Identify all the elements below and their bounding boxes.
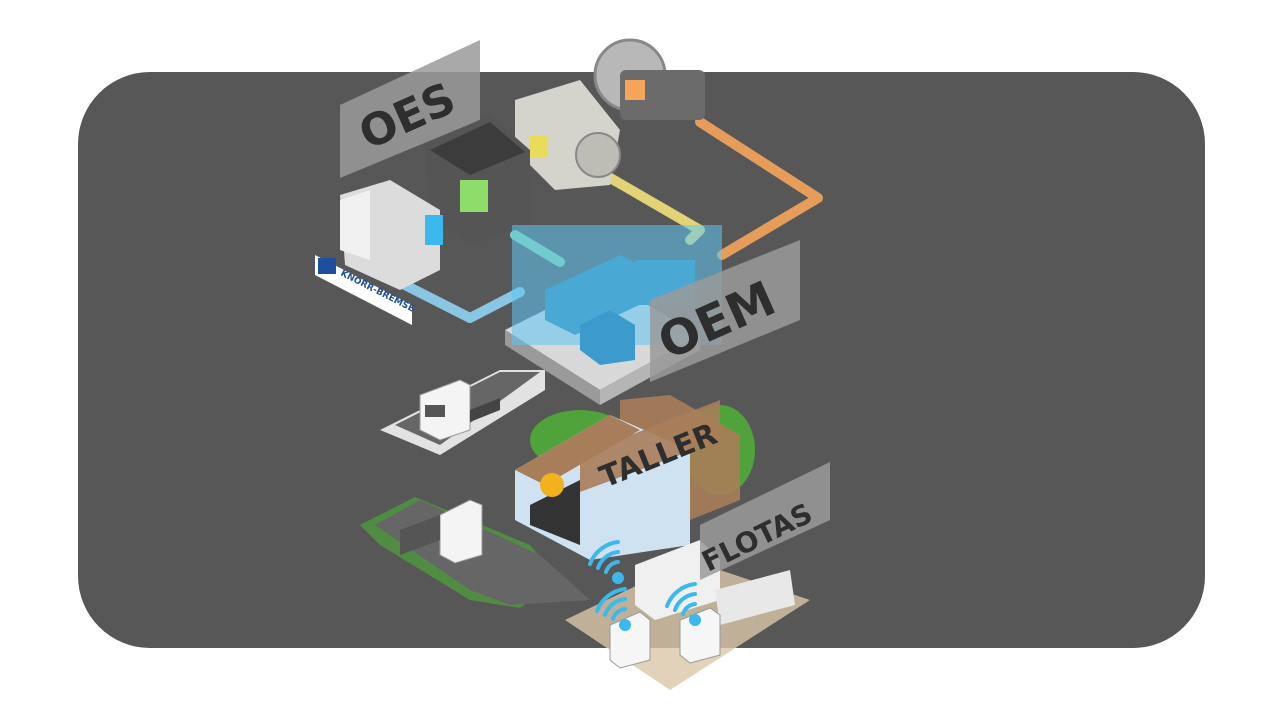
engine-block-icon [425,115,530,245]
brake-module-icon [340,180,443,290]
truck-icon [419,379,500,441]
transmission-icon [593,38,705,120]
line-orange [695,117,823,260]
wifi-icon [588,540,624,584]
wifi-icon [595,587,631,631]
engine-icon [515,80,621,190]
wifi-icon [665,582,701,626]
line-blue [400,280,525,323]
truck-icon [400,499,483,564]
fleet-area [565,540,810,690]
